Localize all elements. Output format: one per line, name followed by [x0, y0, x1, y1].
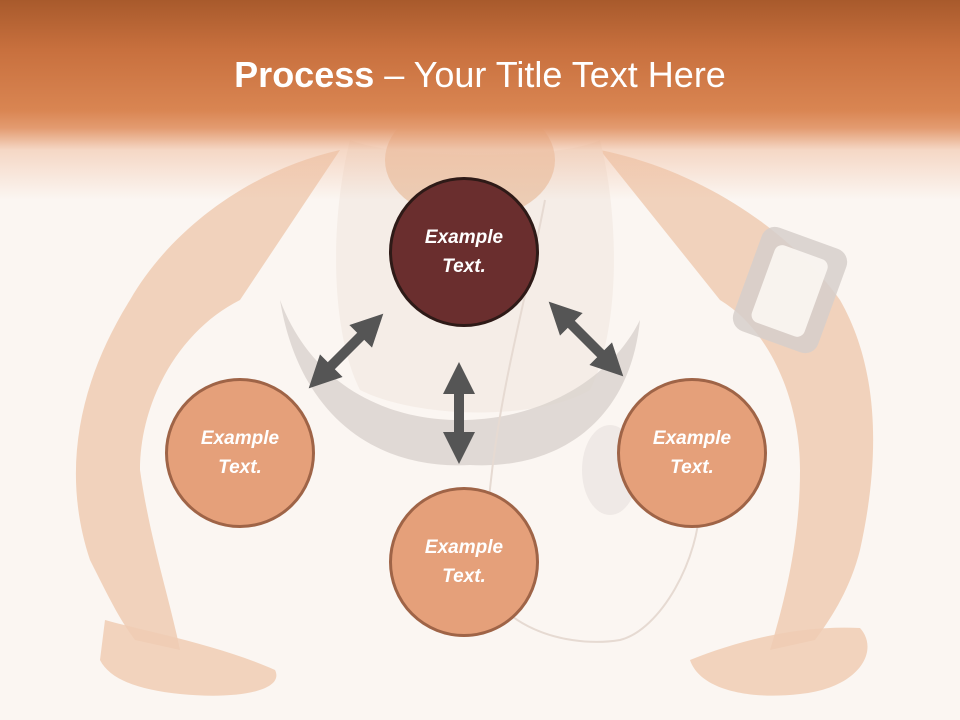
node-left-line2: Text.	[218, 457, 262, 478]
node-right-line1: Example	[652, 428, 732, 449]
node-bottom-line2: Text.	[442, 566, 486, 587]
node-bottom-line1: Example	[424, 537, 504, 558]
node-right-line2: Text.	[670, 457, 714, 478]
process-node-bottom[interactable]: Example Text.	[389, 487, 539, 637]
slide-title: Process – Your Title Text Here	[0, 52, 960, 98]
node-top-line2: Text.	[442, 256, 486, 277]
node-left-line1: Example	[200, 428, 280, 449]
node-top-line1: Example	[424, 227, 504, 248]
double-arrow-icon	[548, 301, 624, 377]
process-node-left[interactable]: Example Text.	[165, 378, 315, 528]
header-band	[0, 0, 960, 200]
title-bold: Process	[234, 54, 375, 95]
title-rest: – Your Title Text Here	[374, 54, 726, 95]
double-arrow-icon	[308, 313, 384, 389]
process-node-right[interactable]: Example Text.	[617, 378, 767, 528]
process-node-top[interactable]: Example Text.	[389, 177, 539, 327]
